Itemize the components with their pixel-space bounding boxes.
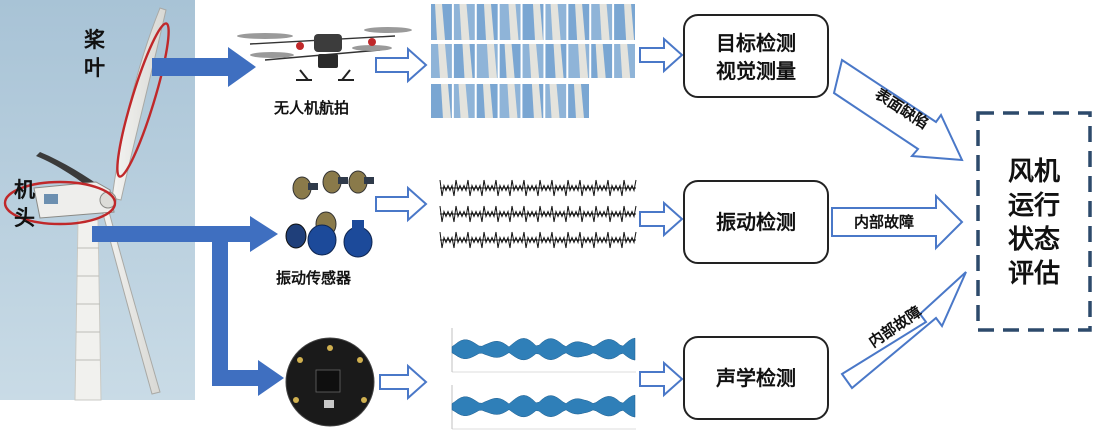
blade-streak [573, 84, 584, 118]
blade-label-2: 叶 [84, 56, 105, 80]
visual-detection-line1: 目标检测 [716, 31, 796, 55]
motor-1 [296, 42, 304, 50]
assessment-line1: 风机 [1008, 157, 1060, 187]
assessment-line4: 评估 [1008, 259, 1060, 289]
blade-streak [459, 4, 470, 40]
sensor-row-1 [292, 170, 374, 200]
blade-streak [504, 44, 515, 78]
vibration-sensors-image [285, 170, 374, 258]
nacelle-highlight [3, 180, 117, 226]
blade-highlight [116, 22, 170, 178]
vibration-fault-label: 内部故障 [854, 213, 914, 231]
visual-detection-line2: 视觉测量 [716, 59, 796, 83]
arrow-sensor-to-waveform [375, 185, 428, 223]
drone-camera [318, 54, 338, 68]
blade-streak [550, 4, 561, 40]
vibration-trace [439, 231, 637, 249]
tower [74, 219, 102, 401]
assessment-box: 风机 运行 状态 评估 [976, 111, 1092, 332]
arrow-audio-to-acoustic [639, 360, 684, 398]
assessment-line3: 状态 [1008, 224, 1060, 255]
blade-streak [549, 84, 560, 118]
blade-streak [462, 44, 473, 78]
motor-2 [368, 38, 376, 46]
propeller-1 [237, 33, 293, 39]
arrow-surface-fault [832, 58, 964, 162]
blade-streak [486, 44, 497, 78]
arrow-waveform-to-vibration [639, 200, 684, 238]
blade-streak [532, 4, 543, 40]
blade-streak [440, 84, 451, 118]
arrow-drone-to-images [375, 46, 428, 84]
arrow-images-to-visual [639, 36, 684, 74]
blade-streak [437, 44, 448, 78]
outline-arrows-2 [639, 36, 684, 398]
acoustic-trace [451, 394, 636, 418]
sensor-row-2 [285, 211, 373, 258]
arrow-vibration-fault [831, 193, 964, 251]
flow-arrows [92, 47, 284, 396]
vibration-sensor-label: 振动传感器 [276, 269, 352, 287]
arrow-acoustic-fault [840, 271, 967, 390]
vibration-trace [439, 179, 637, 197]
arrow-blade-to-drone [152, 47, 256, 87]
nacelle-label-1: 机 [14, 178, 35, 202]
blade-down [101, 207, 161, 395]
blade-streak [435, 4, 446, 40]
arrow-nacelle-to-acoustic [212, 242, 284, 396]
drone-label: 无人机航拍 [273, 99, 349, 117]
drone-image [237, 27, 412, 81]
propeller-3 [250, 52, 294, 58]
blade-streak [599, 4, 610, 40]
propeller-2 [364, 27, 412, 33]
blade-streak [624, 4, 635, 40]
blade-streak [529, 44, 540, 78]
blade-streak [595, 44, 606, 78]
blade-streak [553, 44, 564, 78]
vibration-waveforms [439, 179, 637, 249]
assessment-line2: 运行 [1008, 190, 1060, 221]
blade-streak [458, 84, 469, 118]
acoustic-detection-label: 声学检测 [715, 366, 796, 390]
visual-detection-box: 目标检测 视觉测量 [683, 14, 829, 98]
nacelle-label-2: 头 [14, 206, 35, 230]
blade-streak [507, 84, 518, 118]
acoustic-sensor-image [285, 337, 375, 427]
vibration-detection-label: 振动检测 [716, 210, 796, 234]
blade-streak [620, 44, 631, 78]
blade-streak [578, 44, 589, 78]
blade-streak [483, 84, 493, 118]
propeller-4 [352, 45, 392, 51]
arrow-mic-to-audio [379, 363, 428, 401]
blade-streak [575, 4, 586, 40]
blade-streak [531, 84, 542, 118]
fault-arrows [831, 58, 967, 390]
acoustic-trace [451, 337, 636, 361]
acoustic-waveforms [451, 328, 636, 430]
outline-arrows-1 [375, 46, 428, 401]
arrow-nacelle-to-vibration [92, 216, 278, 252]
nacelle-hatch [44, 194, 58, 204]
vibration-trace [439, 205, 637, 223]
drone-body [314, 34, 342, 52]
blade-image-mosaic [431, 4, 635, 118]
acoustic-detection-box: 声学检测 [683, 336, 829, 420]
blade-streak [483, 4, 494, 40]
blade-streak [508, 4, 519, 40]
vibration-detection-box: 振动检测 [683, 180, 829, 264]
blade-label-1: 桨 [84, 28, 106, 52]
